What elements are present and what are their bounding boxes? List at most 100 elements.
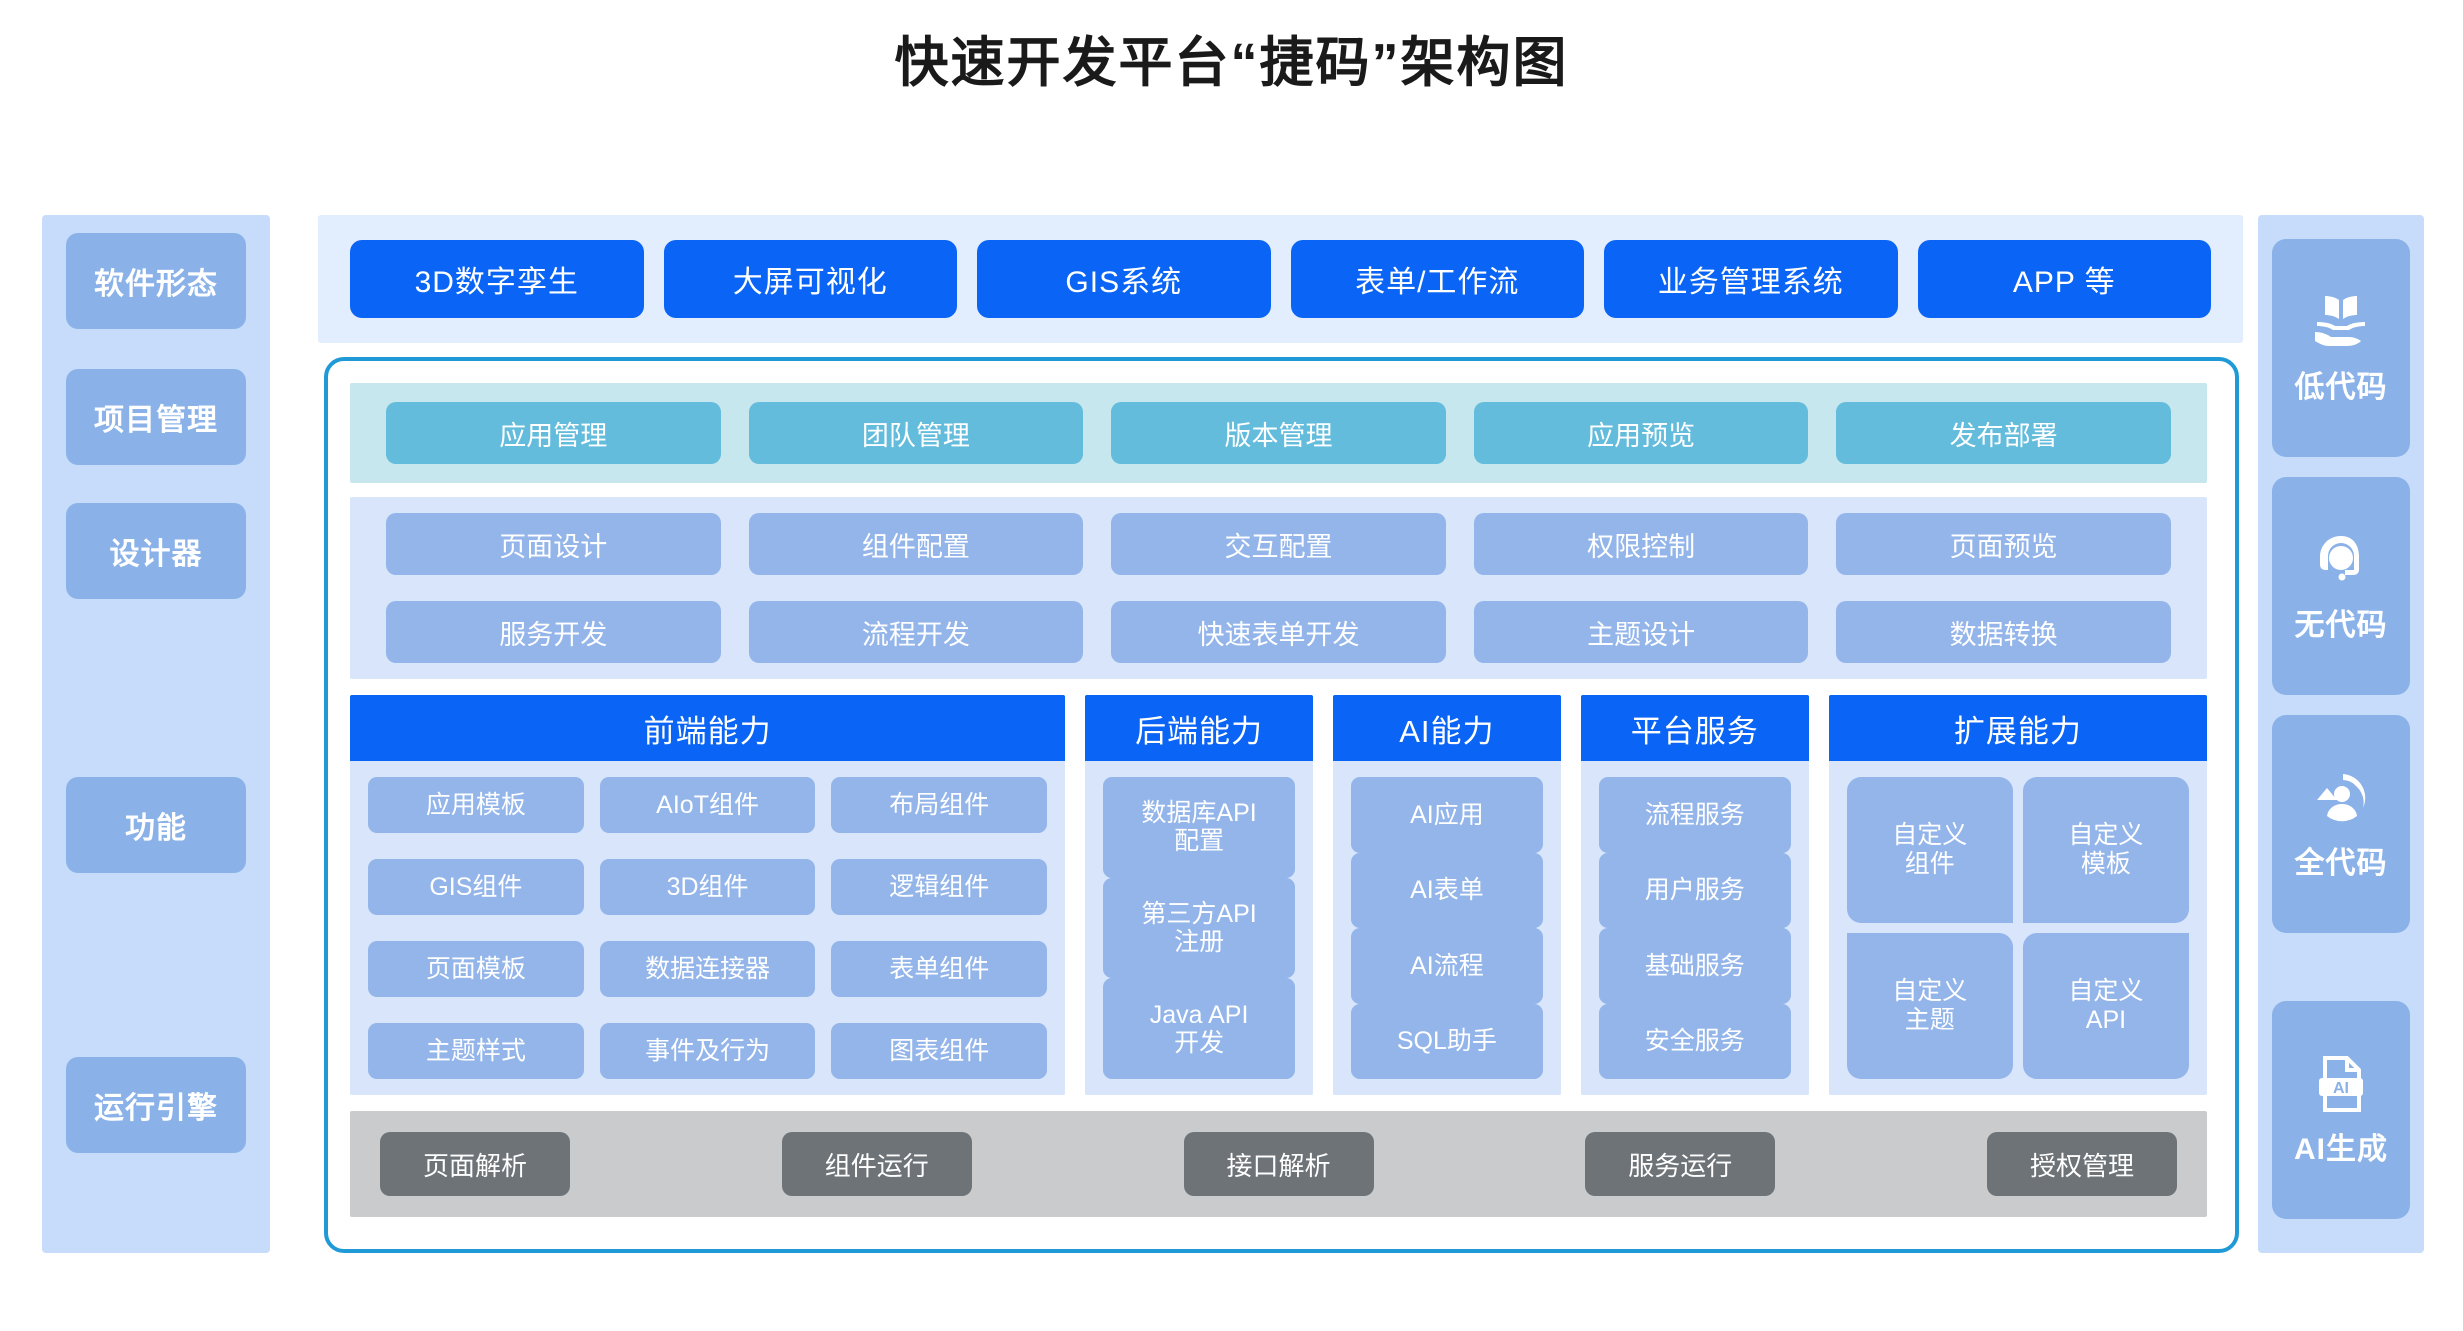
function-column-body: AI应用 AI表单 AI流程 SQL助手 (1333, 761, 1561, 1095)
designer-chip[interactable]: 页面设计 (386, 513, 721, 575)
rail-item-designer[interactable]: 设计器 (66, 503, 246, 599)
platform-chip[interactable]: 基础服务 (1598, 928, 1791, 1004)
project-management-chip[interactable]: 应用管理 (386, 402, 721, 464)
ai-chip[interactable]: AI流程 (1350, 928, 1543, 1004)
rail-card-label: AI生成 (2294, 1133, 2388, 1166)
software-form-chip[interactable]: 大屏可视化 (663, 240, 957, 318)
extension-cell-custom-theme[interactable]: 自定义主题 (1846, 933, 2013, 1079)
frontend-row: GIS组件 3D组件 逻辑组件 (368, 859, 1048, 915)
frontend-row: 应用模板 AIoT组件 布局组件 (368, 777, 1048, 833)
frontend-chip[interactable]: 数据连接器 (599, 941, 816, 997)
frontend-chip[interactable]: 主题样式 (368, 1023, 584, 1079)
person-refresh-icon (2309, 766, 2373, 830)
rail-card-label: 低代码 (2294, 371, 2388, 404)
software-form-chip[interactable]: GIS系统 (977, 240, 1271, 318)
runtime-chip[interactable]: 页面解析 (380, 1132, 570, 1196)
rail-card-no-code[interactable]: 无代码 (2272, 477, 2410, 695)
function-column-title: 前端能力 (350, 695, 1066, 761)
svg-text:AI: AI (2333, 1080, 2349, 1097)
extension-cell-custom-template[interactable]: 自定义模板 (2022, 777, 2190, 923)
platform-main-panel: 应用管理 团队管理 版本管理 应用预览 发布部署 页面设计 组件配置 交互配置 … (324, 357, 2239, 1253)
designer-chip[interactable]: 页面预览 (1836, 513, 2171, 575)
rail-card-ai-generate[interactable]: AI AI生成 (2272, 1001, 2410, 1219)
runtime-chip[interactable]: 组件运行 (781, 1132, 972, 1196)
rail-card-label: 全代码 (2294, 847, 2388, 880)
rail-item-project-management[interactable]: 项目管理 (66, 369, 246, 465)
function-column-title: 平台服务 (1580, 695, 1809, 761)
project-management-chip[interactable]: 团队管理 (748, 402, 1084, 464)
rail-item-software-form[interactable]: 软件形态 (66, 233, 246, 329)
function-column-title: 扩展能力 (1828, 695, 2208, 761)
function-column-platform: 平台服务 流程服务 用户服务 基础服务 安全服务 (1580, 695, 1809, 1095)
designer-chip[interactable]: 交互配置 (1111, 513, 1446, 575)
designer-chip[interactable]: 服务开发 (386, 601, 721, 663)
designer-band: 页面设计 组件配置 交互配置 权限控制 页面预览 服务开发 流程开发 快速表单开… (350, 497, 2207, 679)
frontend-chip[interactable]: 图表组件 (831, 1023, 1048, 1079)
software-form-band: 3D数字孪生 大屏可视化 GIS系统 表单/工作流 业务管理系统 APP 等 (318, 215, 2243, 343)
designer-chip[interactable]: 组件配置 (748, 513, 1084, 575)
platform-chip[interactable]: 安全服务 (1598, 1003, 1791, 1079)
software-form-chip[interactable]: 3D数字孪生 (350, 240, 644, 318)
designer-row-2: 服务开发 流程开发 快速表单开发 主题设计 数据转换 (372, 601, 2185, 663)
rail-item-runtime-engine[interactable]: 运行引擎 (66, 1057, 246, 1153)
frontend-chip[interactable]: 应用模板 (368, 777, 584, 833)
ai-document-icon: AI (2309, 1052, 2373, 1116)
software-form-chip[interactable]: 业务管理系统 (1604, 240, 1898, 318)
designer-chip[interactable]: 数据转换 (1836, 601, 2171, 663)
designer-chip[interactable]: 流程开发 (748, 601, 1084, 663)
runtime-engine-band: 页面解析 组件运行 接口解析 服务运行 授权管理 (350, 1111, 2207, 1217)
software-form-chip[interactable]: 表单/工作流 (1290, 240, 1584, 318)
left-rail: 软件形态 项目管理 设计器 功能 运行引擎 (42, 215, 270, 1253)
project-management-chip[interactable]: 应用预览 (1473, 402, 1809, 464)
function-column-frontend: 前端能力 应用模板 AIoT组件 布局组件 GIS组件 3D组件 逻辑组件 页面… (350, 695, 1066, 1095)
platform-chip[interactable]: 流程服务 (1598, 777, 1791, 853)
architecture-diagram: 软件形态 项目管理 设计器 功能 运行引擎 低代码 (0, 205, 2463, 1275)
frontend-chip[interactable]: 事件及行为 (599, 1023, 816, 1079)
runtime-chip[interactable]: 授权管理 (1987, 1132, 2177, 1196)
platform-chip[interactable]: 用户服务 (1598, 852, 1791, 928)
right-rail: 低代码 无代码 全代码 (2258, 215, 2424, 1253)
ai-chip[interactable]: AI表单 (1350, 852, 1543, 928)
function-column-ai: AI能力 AI应用 AI表单 AI流程 SQL助手 (1332, 695, 1561, 1095)
rail-card-full-code[interactable]: 全代码 (2272, 715, 2410, 933)
book-in-hand-icon (2309, 290, 2373, 354)
frontend-chip[interactable]: GIS组件 (368, 859, 584, 915)
frontend-row: 页面模板 数据连接器 表单组件 (368, 941, 1048, 997)
runtime-chip[interactable]: 服务运行 (1585, 1132, 1776, 1196)
frontend-chip[interactable]: 表单组件 (831, 941, 1048, 997)
frontend-row: 主题样式 事件及行为 图表组件 (368, 1023, 1048, 1079)
frontend-chip[interactable]: AIoT组件 (599, 777, 816, 833)
frontend-chip[interactable]: 布局组件 (831, 777, 1048, 833)
designer-chip[interactable]: 主题设计 (1473, 601, 1809, 663)
software-form-chip[interactable]: APP 等 (1917, 240, 2211, 318)
project-management-band: 应用管理 团队管理 版本管理 应用预览 发布部署 (350, 383, 2207, 483)
function-column-title: AI能力 (1332, 695, 1561, 761)
extension-cell-custom-component[interactable]: 自定义组件 (1846, 777, 2013, 923)
frontend-chip[interactable]: 页面模板 (368, 941, 584, 997)
frontend-chip[interactable]: 逻辑组件 (831, 859, 1048, 915)
designer-row-1: 页面设计 组件配置 交互配置 权限控制 页面预览 (372, 513, 2185, 575)
ai-chip[interactable]: SQL助手 (1350, 1003, 1543, 1079)
designer-chip[interactable]: 快速表单开发 (1111, 601, 1446, 663)
project-management-chip[interactable]: 发布部署 (1836, 402, 2171, 464)
frontend-chip[interactable]: 3D组件 (599, 859, 816, 915)
ai-chip[interactable]: AI应用 (1350, 777, 1543, 853)
runtime-chip[interactable]: 接口解析 (1183, 1132, 1374, 1196)
project-management-chip[interactable]: 版本管理 (1111, 402, 1446, 464)
functions-area: 前端能力 应用模板 AIoT组件 布局组件 GIS组件 3D组件 逻辑组件 页面… (350, 695, 2208, 1095)
function-column-title: 后端能力 (1085, 695, 1313, 761)
designer-chip[interactable]: 权限控制 (1473, 513, 1809, 575)
rail-item-function[interactable]: 功能 (66, 777, 246, 873)
function-column-body: 流程服务 用户服务 基础服务 安全服务 (1581, 761, 1809, 1095)
page-title: 快速开发平台“捷码”架构图 (894, 33, 1569, 93)
rail-card-low-code[interactable]: 低代码 (2272, 239, 2410, 457)
headset-support-icon (2309, 528, 2373, 592)
